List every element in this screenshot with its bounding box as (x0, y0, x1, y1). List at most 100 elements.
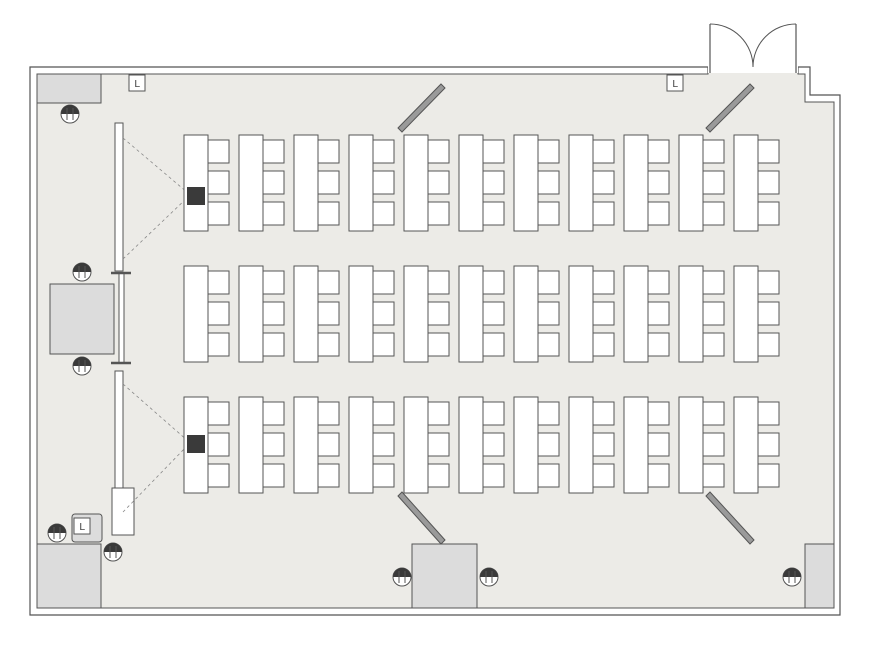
chair[interactable] (207, 201, 230, 226)
chair[interactable] (262, 401, 285, 426)
chair[interactable] (592, 270, 615, 295)
chair[interactable] (482, 201, 505, 226)
chair[interactable] (592, 332, 615, 357)
chair[interactable] (702, 332, 725, 357)
chair[interactable] (482, 332, 505, 357)
chair[interactable] (427, 401, 450, 426)
chair[interactable] (207, 301, 230, 326)
chair[interactable] (262, 301, 285, 326)
chair[interactable] (702, 432, 725, 457)
chair[interactable] (482, 170, 505, 195)
chair[interactable] (372, 170, 395, 195)
chair[interactable] (757, 270, 780, 295)
chair[interactable] (262, 139, 285, 164)
chair[interactable] (372, 270, 395, 295)
chair[interactable] (262, 432, 285, 457)
chair[interactable] (317, 201, 340, 226)
chair[interactable] (757, 301, 780, 326)
chair[interactable] (592, 301, 615, 326)
chair[interactable] (702, 170, 725, 195)
chair[interactable] (427, 201, 450, 226)
chair[interactable] (647, 301, 670, 326)
chair[interactable] (757, 463, 780, 488)
chair[interactable] (372, 432, 395, 457)
chair[interactable] (262, 270, 285, 295)
chair[interactable] (372, 139, 395, 164)
chair[interactable] (702, 401, 725, 426)
chair[interactable] (757, 401, 780, 426)
chair[interactable] (482, 139, 505, 164)
chair[interactable] (317, 170, 340, 195)
chair[interactable] (372, 201, 395, 226)
chair[interactable] (757, 139, 780, 164)
chair[interactable] (757, 170, 780, 195)
chair[interactable] (537, 301, 560, 326)
chair[interactable] (482, 463, 505, 488)
chair[interactable] (592, 463, 615, 488)
chair[interactable] (207, 170, 230, 195)
chair[interactable] (262, 332, 285, 357)
chair[interactable] (702, 463, 725, 488)
chair[interactable] (647, 463, 670, 488)
chair[interactable] (317, 301, 340, 326)
chair[interactable] (647, 432, 670, 457)
projector-icon[interactable] (187, 435, 205, 453)
chair[interactable] (427, 432, 450, 457)
chair[interactable] (427, 170, 450, 195)
chair[interactable] (537, 201, 560, 226)
chair[interactable] (427, 463, 450, 488)
projector-icon[interactable] (187, 187, 205, 205)
chair[interactable] (372, 463, 395, 488)
chair[interactable] (537, 463, 560, 488)
chair[interactable] (537, 170, 560, 195)
chair[interactable] (647, 201, 670, 226)
chair[interactable] (537, 139, 560, 164)
chair[interactable] (207, 401, 230, 426)
chair[interactable] (592, 432, 615, 457)
chair[interactable] (482, 401, 505, 426)
chair[interactable] (482, 270, 505, 295)
chair[interactable] (702, 201, 725, 226)
chair[interactable] (427, 270, 450, 295)
double-swing-door-icon[interactable] (708, 23, 798, 73)
chair[interactable] (592, 201, 615, 226)
chair[interactable] (207, 463, 230, 488)
chair[interactable] (647, 139, 670, 164)
chair[interactable] (537, 270, 560, 295)
chair[interactable] (317, 463, 340, 488)
chair[interactable] (537, 401, 560, 426)
chair[interactable] (317, 139, 340, 164)
chair[interactable] (537, 332, 560, 357)
chair[interactable] (592, 170, 615, 195)
chair[interactable] (207, 432, 230, 457)
chair[interactable] (317, 332, 340, 357)
chair[interactable] (482, 432, 505, 457)
chair[interactable] (262, 201, 285, 226)
chair[interactable] (757, 201, 780, 226)
chair[interactable] (317, 270, 340, 295)
chair[interactable] (757, 432, 780, 457)
chair[interactable] (207, 332, 230, 357)
chair[interactable] (427, 301, 450, 326)
chair[interactable] (757, 332, 780, 357)
chair[interactable] (262, 170, 285, 195)
chair[interactable] (592, 139, 615, 164)
chair[interactable] (647, 401, 670, 426)
chair[interactable] (647, 332, 670, 357)
chair[interactable] (592, 401, 615, 426)
chair[interactable] (427, 332, 450, 357)
chair[interactable] (317, 401, 340, 426)
chair[interactable] (702, 139, 725, 164)
chair[interactable] (317, 432, 340, 457)
chair[interactable] (647, 170, 670, 195)
chair[interactable] (427, 139, 450, 164)
chair[interactable] (702, 301, 725, 326)
chair[interactable] (207, 139, 230, 164)
chair[interactable] (372, 301, 395, 326)
chair[interactable] (207, 270, 230, 295)
chair[interactable] (647, 270, 670, 295)
chair[interactable] (537, 432, 560, 457)
chair[interactable] (372, 332, 395, 357)
chair[interactable] (372, 401, 395, 426)
chair[interactable] (702, 270, 725, 295)
